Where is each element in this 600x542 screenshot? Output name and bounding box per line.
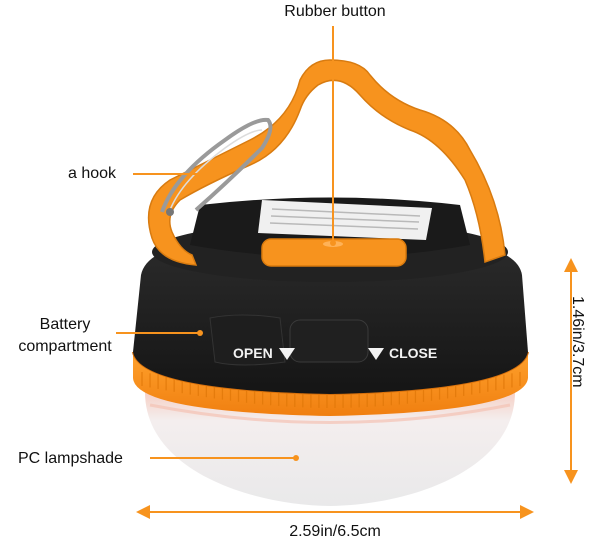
- rubber-button-label: Rubber button: [284, 3, 386, 20]
- close-text: CLOSE: [389, 345, 437, 361]
- rubber-button-dot: [330, 240, 336, 246]
- battery-compartment: [209, 314, 369, 366]
- pc-lampshade: [145, 392, 515, 506]
- battery-compartment-label: Battery compartment: [0, 314, 130, 358]
- width-dimension-label: 2.59in/6.5cm: [289, 523, 381, 540]
- open-text: OPEN: [233, 345, 273, 361]
- lampshade-label: PC lampshade: [18, 450, 123, 467]
- hook-carabiner: [160, 117, 273, 216]
- height-dimension-label: 1.46in/3.7cm: [569, 296, 586, 388]
- lampshade-dot: [293, 455, 299, 461]
- battery-dot: [197, 330, 203, 336]
- hook-label: a hook: [68, 165, 117, 182]
- close-arrow-icon: [368, 348, 384, 360]
- orange-handle: [147, 59, 506, 266]
- open-arrow-icon: [279, 348, 295, 360]
- width-dimension-arrow: [136, 505, 534, 519]
- battery-label-line2: compartment: [18, 338, 112, 355]
- open-marking: OPEN: [233, 345, 295, 361]
- battery-label-line1: Battery: [39, 316, 91, 333]
- hook-dot: [212, 171, 218, 177]
- close-marking: CLOSE: [368, 345, 437, 361]
- specification-sticker: [258, 200, 432, 240]
- height-dimension-arrow: [564, 258, 578, 484]
